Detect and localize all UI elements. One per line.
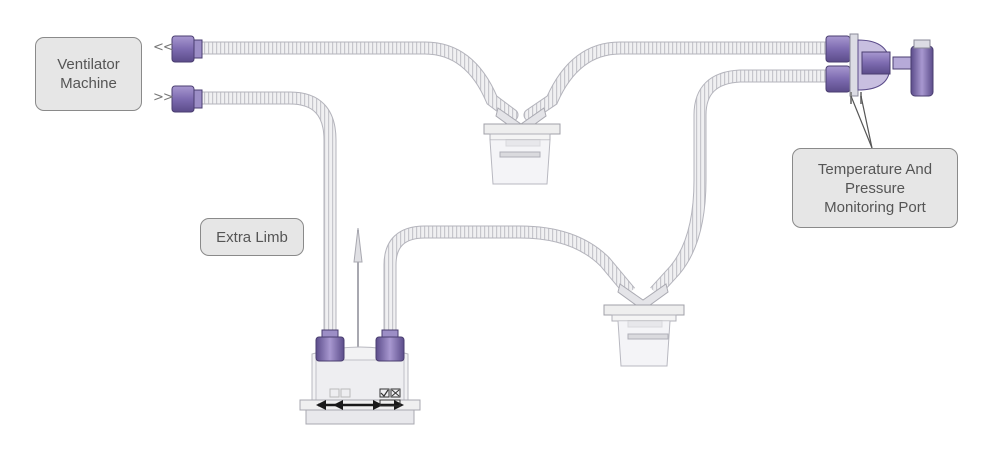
patient-wye-connector xyxy=(825,33,934,104)
monitoring-port-pointer xyxy=(850,95,873,149)
exhale-arrow: << xyxy=(153,40,174,55)
ventilator-machine-label: Ventilator Machine xyxy=(35,37,142,111)
ventilator-inspiratory-connector xyxy=(171,85,203,113)
temp-label-line3: Monitoring Port xyxy=(824,198,926,216)
temperature-pressure-label: Temperature And Pressure Monitoring Port xyxy=(792,148,958,228)
ventilator-label-line2: Machine xyxy=(60,75,117,92)
extra-limb-label: Extra Limb xyxy=(200,218,304,256)
ventilator-label-line1: Ventilator xyxy=(57,56,120,73)
ventilator-expiratory-connector xyxy=(171,35,203,63)
chamber-outlet-connector xyxy=(375,329,405,362)
inspiratory-limb-to-chamber xyxy=(200,91,337,335)
chamber-inlet-connector xyxy=(315,329,345,362)
inhale-arrow: >> xyxy=(153,90,174,105)
upper-water-trap xyxy=(483,107,561,185)
lower-water-trap xyxy=(603,283,685,367)
temp-label-line1: Temperature And xyxy=(817,160,933,178)
extra-limb-text: Extra Limb xyxy=(216,228,288,246)
patient-inspiratory-limb xyxy=(650,69,835,297)
expiratory-limb xyxy=(193,41,845,122)
chamber-outlet-limb xyxy=(383,225,635,340)
temp-label-line2: Pressure xyxy=(844,179,906,197)
humidifier-chamber xyxy=(299,227,421,425)
